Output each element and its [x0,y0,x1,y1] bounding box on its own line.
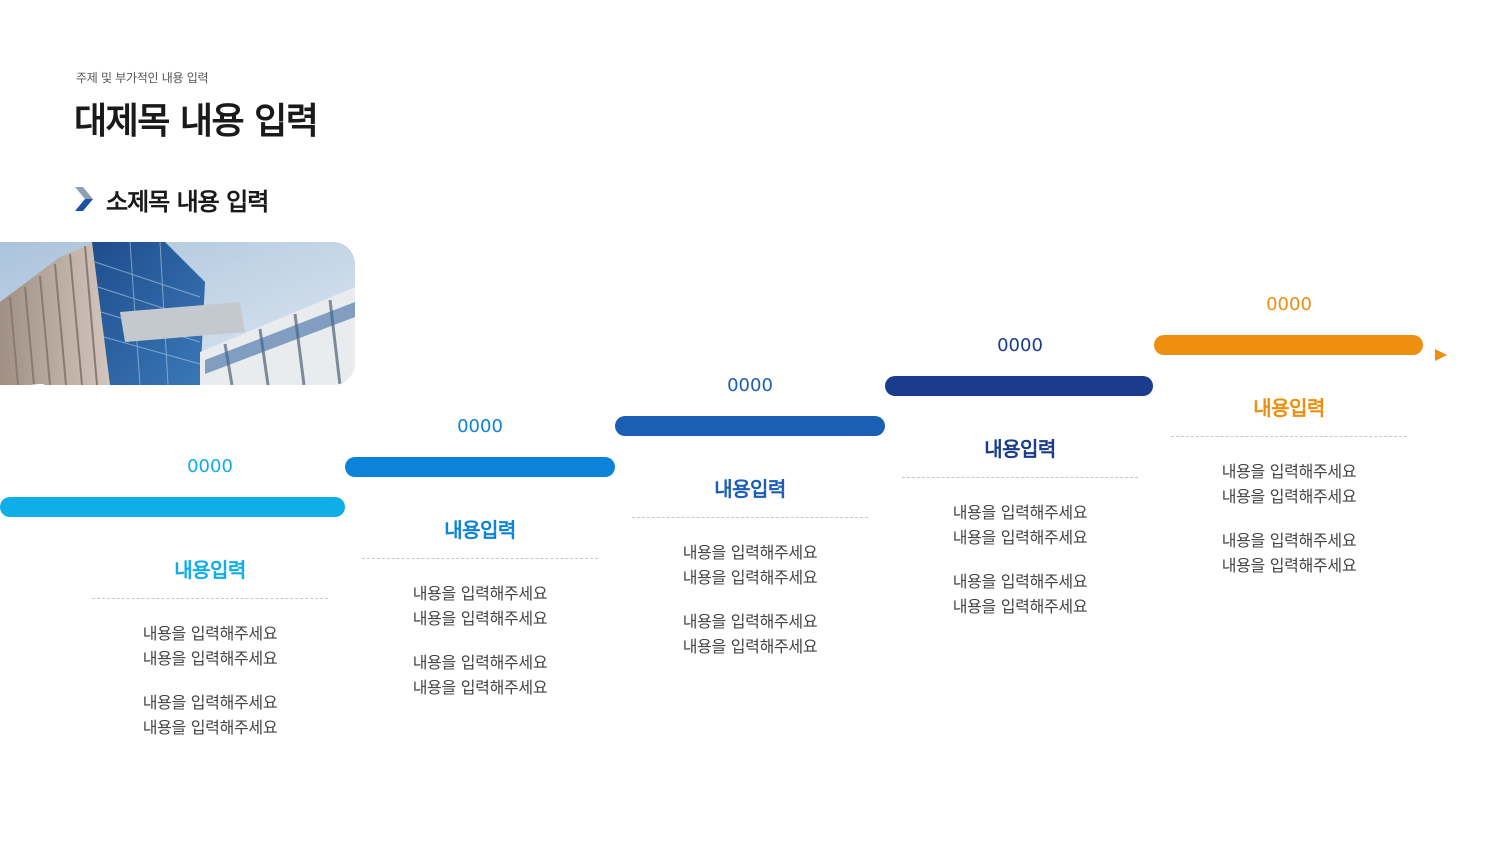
step-bar [1154,335,1423,355]
step-line: 내용을 입력해주세요 [1221,556,1357,575]
step-divider [632,517,868,518]
triangle-right-icon [1435,349,1447,361]
step-line: 내용을 입력해주세요 [142,693,278,712]
step-label: 내용입력 [1253,396,1325,420]
step-4: 0000 내용입력 내용을 입력해주세요 내용을 입력해주세요 내용을 입력해주… [885,335,1155,735]
step-line: 내용을 입력해주세요 [412,678,548,697]
step-3: 0000 내용입력 내용을 입력해주세요 내용을 입력해주세요 내용을 입력해주… [615,375,885,775]
step-line: 내용을 입력해주세요 [682,543,818,562]
step-label: 내용입력 [174,558,246,582]
step-bar [615,416,885,436]
step-line: 내용을 입력해주세요 [952,528,1088,547]
slide-subtitle: 주제 및 부가적인 내용 입력 [76,71,209,85]
step-divider [1171,436,1407,437]
step-line: 내용을 입력해주세요 [952,503,1088,522]
step-description: 내용을 입력해주세요 내용을 입력해주세요 내용을 입력해주세요 내용을 입력해… [885,500,1155,619]
step-line: 내용을 입력해주세요 [142,624,278,643]
step-divider [362,558,598,559]
chevron-right-icon [75,187,93,211]
step-line: 내용을 입력해주세요 [952,572,1088,591]
slide-title: 대제목 내용 입력 [74,101,319,142]
step-line: 내용을 입력해주세요 [412,609,548,628]
step-value: 0000 [187,456,233,477]
step-2: 0000 내용입력 내용을 입력해주세요 내용을 입력해주세요 내용을 입력해주… [345,416,615,816]
step-value: 0000 [457,416,503,437]
step-label: 내용입력 [984,437,1056,461]
step-line: 내용을 입력해주세요 [412,653,548,672]
step-value: 0000 [1266,294,1312,315]
step-description: 내용을 입력해주세요 내용을 입력해주세요 내용을 입력해주세요 내용을 입력해… [615,540,885,659]
step-divider [902,477,1138,478]
step-1: 0000 내용입력 내용을 입력해주세요 내용을 입력해주세요 내용을 입력해주… [0,456,345,844]
step-value: 0000 [727,375,773,396]
step-description: 내용을 입력해주세요 내용을 입력해주세요 내용을 입력해주세요 내용을 입력해… [1154,459,1424,578]
building-photo [0,242,355,385]
step-label: 내용입력 [714,477,786,501]
step-line: 내용을 입력해주세요 [412,584,548,603]
step-bar [345,457,615,477]
step-bar [0,497,345,517]
step-bar [885,376,1153,396]
step-line: 내용을 입력해주세요 [1221,462,1357,481]
step-description: 내용을 입력해주세요 내용을 입력해주세요 내용을 입력해주세요 내용을 입력해… [345,581,615,700]
step-line: 내용을 입력해주세요 [682,568,818,587]
step-line: 내용을 입력해주세요 [142,649,278,668]
section-heading: 소제목 내용 입력 [74,183,269,216]
section-title: 소제목 내용 입력 [106,187,269,216]
step-line: 내용을 입력해주세요 [682,637,818,656]
step-value: 0000 [997,335,1043,356]
step-description: 내용을 입력해주세요 내용을 입력해주세요 내용을 입력해주세요 내용을 입력해… [75,621,345,740]
step-line: 내용을 입력해주세요 [142,718,278,737]
step-label: 내용입력 [444,518,516,542]
step-5: 0000 내용입력 내용을 입력해주세요 내용을 입력해주세요 내용을 입력해주… [1154,294,1424,694]
step-line: 내용을 입력해주세요 [682,612,818,631]
step-divider [92,598,328,599]
step-line: 내용을 입력해주세요 [1221,487,1357,506]
step-line: 내용을 입력해주세요 [1221,531,1357,550]
photo-curve-mask [0,384,44,424]
step-line: 내용을 입력해주세요 [952,597,1088,616]
